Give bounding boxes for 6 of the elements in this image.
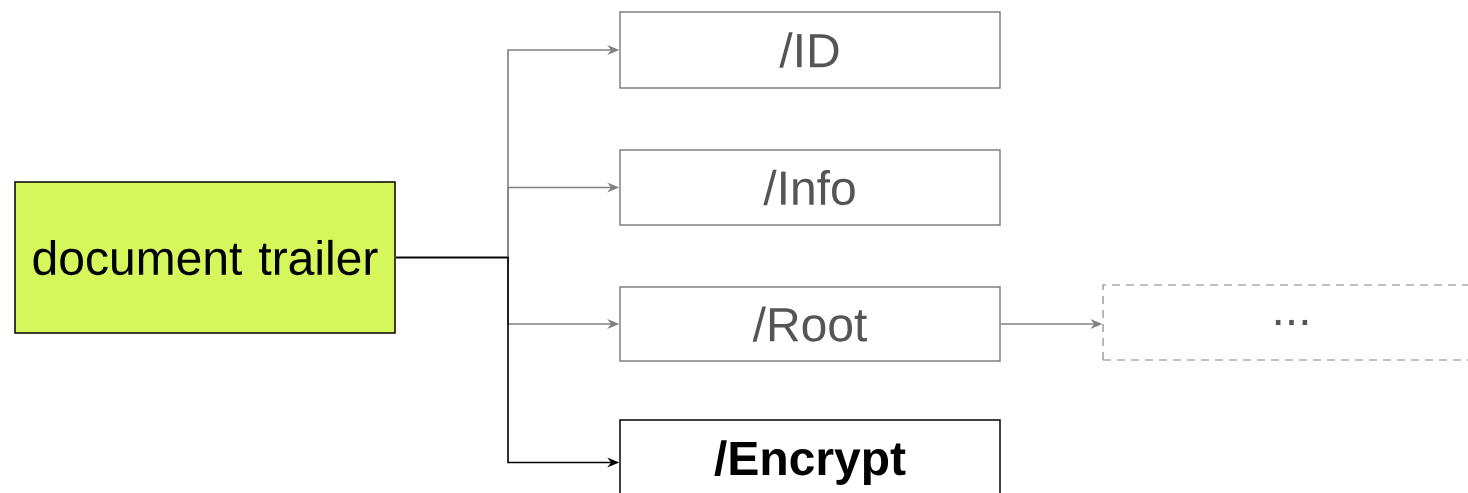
process-box: document trailer xyxy=(14,181,396,334)
field-box: /Root xyxy=(619,286,1001,362)
placeholder-box: ... xyxy=(1102,284,1468,361)
field-box: /Encrypt xyxy=(619,419,1001,493)
field-box: /Info xyxy=(619,149,1001,226)
field-box: /ID xyxy=(619,11,1001,89)
